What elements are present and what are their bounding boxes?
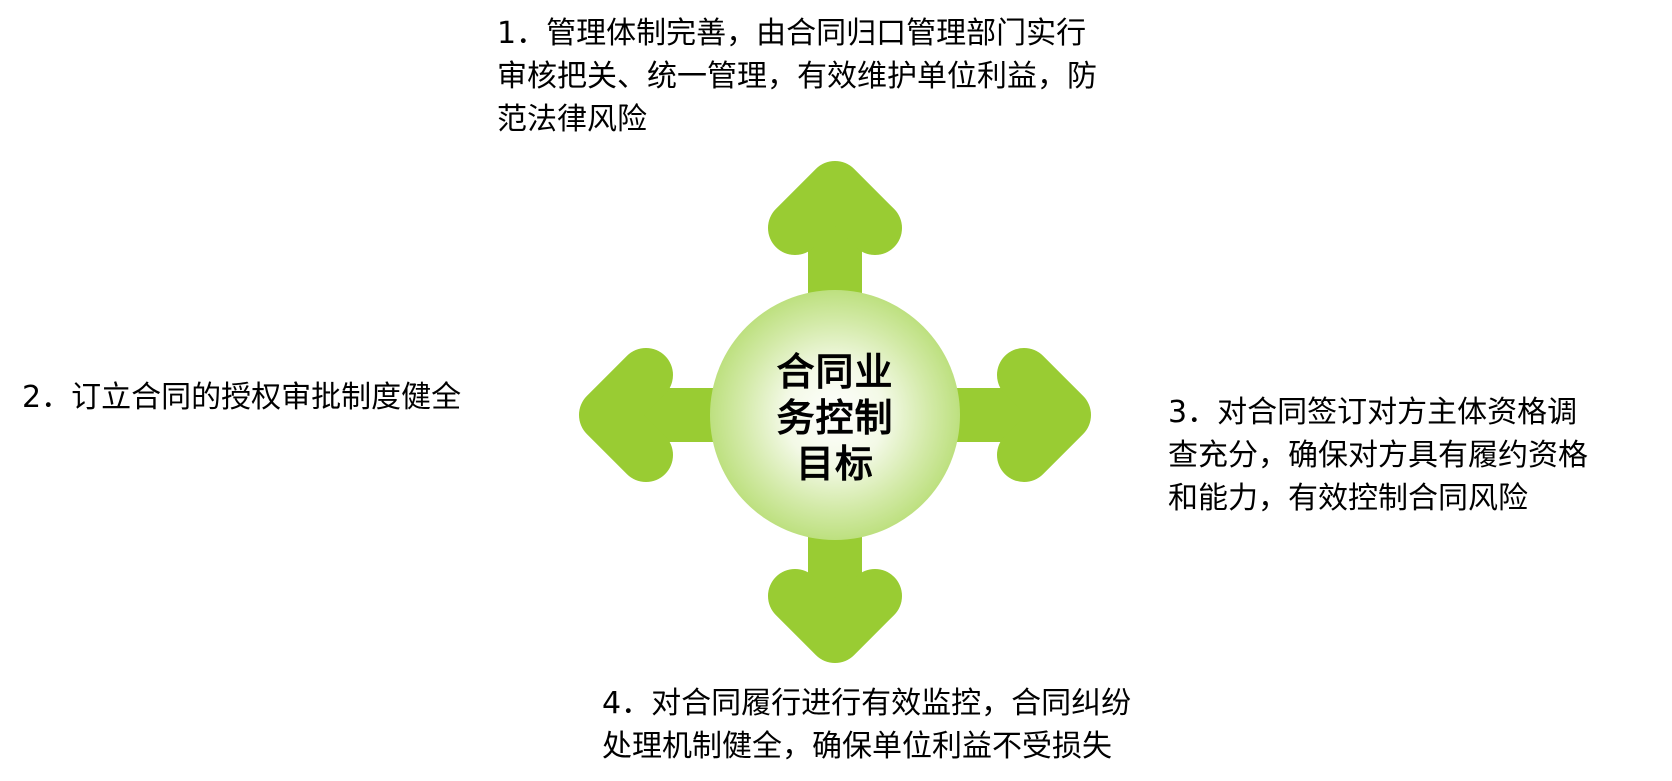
goal-3-text: 3．对合同签订对方主体资格调 查充分，确保对方具有履约资格 和能力，有效控制合同… bbox=[1168, 395, 1588, 516]
arrow-right-icon bbox=[925, 348, 1091, 482]
arrow-down-icon bbox=[768, 503, 902, 663]
arrow-left-icon bbox=[579, 348, 745, 482]
center-title: 合同业务控制目标 bbox=[776, 350, 894, 486]
goal-1-text: 1．管理体制完善，由合同归口管理部门实行 审核把关、统一管理，有效维护单位利益，… bbox=[497, 16, 1097, 137]
center-circle bbox=[710, 290, 960, 540]
goal-4-text: 4．对合同履行进行有效监控，合同纠纷 处理机制健全，确保单位利益不受损失 bbox=[602, 686, 1132, 764]
goal-2-text: 2．订立合同的授权审批制度健全 bbox=[22, 380, 462, 415]
arrow-up-icon bbox=[768, 161, 902, 327]
